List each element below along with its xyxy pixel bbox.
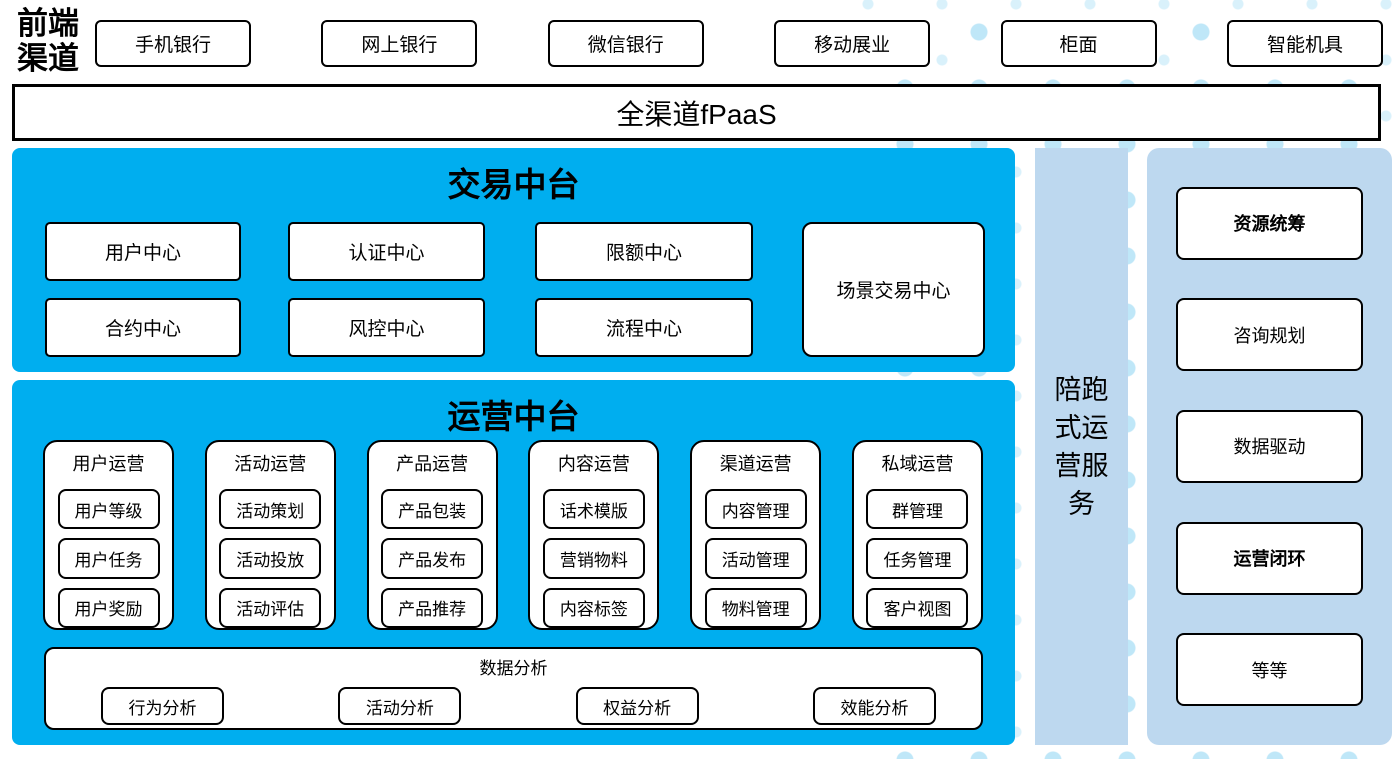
ops-column-user: 用户运营 用户等级 用户任务 用户奖励 bbox=[43, 440, 174, 630]
service-box-data-driven: 数据驱动 bbox=[1176, 409, 1363, 483]
service-box-consulting-planning: 咨询规划 bbox=[1176, 298, 1363, 372]
analysis-box-activity: 活动分析 bbox=[338, 687, 462, 725]
front-channels-label: 前端渠道 bbox=[17, 6, 79, 76]
ops-item: 产品推荐 bbox=[381, 587, 484, 628]
service-box-operation-loop: 运营闭环 bbox=[1176, 521, 1363, 595]
channel-box-mobile-banking: 手机银行 bbox=[95, 20, 251, 67]
ops-item: 用户等级 bbox=[57, 489, 160, 530]
channel-box-counter: 柜面 bbox=[1000, 20, 1157, 67]
operations-platform-panel: 运营中台 用户运营 用户等级 用户任务 用户奖励 活动运营 活动策划 活动投放 … bbox=[12, 380, 1015, 745]
center-box-scene-trading: 场景交易中心 bbox=[802, 222, 985, 357]
ops-item: 活动投放 bbox=[219, 538, 322, 579]
ops-item: 活动策划 bbox=[219, 489, 322, 530]
ops-column-content: 内容运营 话术模版 营销物料 内容标签 bbox=[528, 440, 660, 630]
trading-platform-panel: 交易中台 用户中心 认证中心 限额中心 合约中心 风控中心 流程中心 场景交易中… bbox=[12, 148, 1015, 372]
ops-item: 物料管理 bbox=[704, 587, 807, 628]
center-box-process: 流程中心 bbox=[535, 298, 753, 357]
analysis-box-efficiency: 效能分析 bbox=[812, 687, 936, 725]
ops-column-activity: 活动运营 活动策划 活动投放 活动评估 bbox=[204, 440, 336, 630]
ops-column-title: 内容运营 bbox=[557, 454, 630, 474]
ops-column-title: 私域运营 bbox=[881, 454, 954, 474]
channel-box-mobile-sales: 移动展业 bbox=[774, 20, 931, 67]
center-box-user: 用户中心 bbox=[45, 222, 241, 281]
ops-column-product: 产品运营 产品包装 产品发布 产品推荐 bbox=[366, 440, 498, 630]
ops-item: 内容管理 bbox=[704, 489, 807, 530]
service-items-panel: 资源统筹 咨询规划 数据驱动 运营闭环 等等 bbox=[1147, 148, 1392, 745]
ops-item: 活动管理 bbox=[704, 538, 807, 579]
channel-box-online-banking: 网上银行 bbox=[321, 20, 478, 67]
data-analysis-title: 数据分析 bbox=[479, 659, 548, 678]
ops-column-title: 活动运营 bbox=[234, 454, 307, 474]
analysis-box-behavior: 行为分析 bbox=[101, 687, 224, 725]
ops-column-private-domain: 私域运营 群管理 任务管理 客户视图 bbox=[851, 440, 983, 630]
center-box-limit: 限额中心 bbox=[535, 222, 753, 281]
trading-platform-title: 交易中台 bbox=[447, 168, 580, 204]
ops-item: 活动评估 bbox=[219, 587, 322, 628]
channel-box-wechat-banking: 微信银行 bbox=[547, 20, 704, 67]
ops-item: 营销物料 bbox=[542, 538, 645, 579]
center-box-auth: 认证中心 bbox=[288, 222, 485, 281]
ops-item: 产品包装 bbox=[381, 489, 484, 530]
companion-service-label: 陪跑式运营服务 bbox=[1054, 374, 1109, 519]
operations-columns: 用户运营 用户等级 用户任务 用户奖励 活动运营 活动策划 活动投放 活动评估 … bbox=[43, 440, 983, 630]
data-analysis-row: 行为分析 活动分析 权益分析 效能分析 bbox=[46, 679, 981, 725]
ops-item: 任务管理 bbox=[866, 538, 969, 579]
ops-item: 群管理 bbox=[866, 489, 969, 530]
analysis-box-rights: 权益分析 bbox=[575, 687, 699, 725]
data-analysis-container: 数据分析 行为分析 活动分析 权益分析 效能分析 bbox=[44, 647, 983, 730]
ops-column-channel: 渠道运营 内容管理 活动管理 物料管理 bbox=[690, 440, 822, 630]
ops-item: 客户视图 bbox=[866, 587, 969, 628]
operations-platform-title: 运营中台 bbox=[447, 400, 580, 436]
companion-service-bar: 陪跑式运营服务 bbox=[1035, 148, 1128, 745]
channel-box-smart-devices: 智能机具 bbox=[1226, 20, 1383, 67]
ops-item: 用户任务 bbox=[57, 538, 160, 579]
center-box-risk: 风控中心 bbox=[288, 298, 485, 357]
ops-column-title: 产品运营 bbox=[396, 454, 469, 474]
service-box-resource-coordination: 资源统筹 bbox=[1176, 186, 1363, 260]
fpaas-bar: 全渠道fPaaS bbox=[12, 84, 1381, 141]
ops-item: 内容标签 bbox=[542, 587, 645, 628]
ops-item: 产品发布 bbox=[381, 538, 484, 579]
ops-item: 用户奖励 bbox=[57, 587, 160, 628]
ops-column-title: 渠道运营 bbox=[719, 454, 792, 474]
service-box-etc: 等等 bbox=[1176, 633, 1363, 707]
ops-item: 话术模版 bbox=[542, 489, 645, 530]
front-channels-row: 手机银行 网上银行 微信银行 移动展业 柜面 智能机具 bbox=[95, 20, 1383, 67]
ops-column-title: 用户运营 bbox=[72, 454, 145, 474]
center-box-contract: 合约中心 bbox=[45, 298, 241, 357]
